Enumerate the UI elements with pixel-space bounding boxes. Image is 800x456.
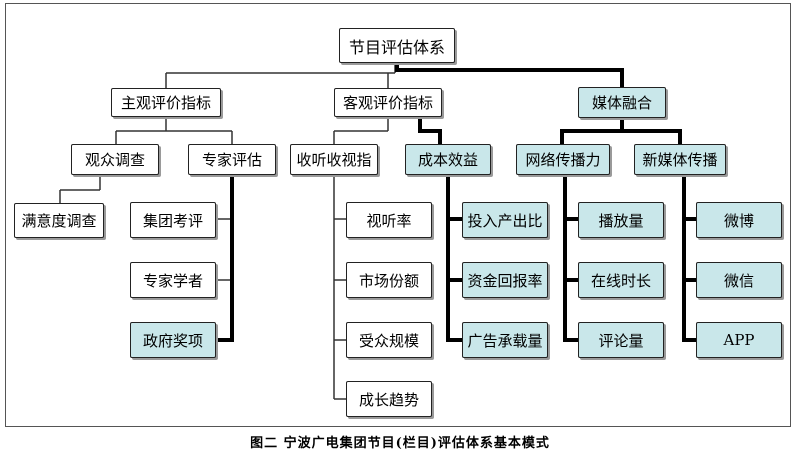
node-objective-indicators: 客观评价指标 xyxy=(334,88,442,117)
node-market-share: 市场份额 xyxy=(346,262,432,298)
node-audience-rating: 视听率 xyxy=(346,202,432,238)
node-network-reach: 网络传播力 xyxy=(516,144,610,175)
figure-frame xyxy=(5,3,791,427)
node-input-output-ratio: 投入产出比 xyxy=(462,202,548,238)
node-online-duration: 在线时长 xyxy=(578,262,664,298)
node-app: APP xyxy=(696,322,782,358)
node-subjective-indicators: 主观评价指标 xyxy=(111,88,221,117)
figure-caption: 图二 宁波广电集团节目(栏目)评估体系基本模式 xyxy=(250,435,550,451)
node-government-awards: 政府奖项 xyxy=(130,322,216,358)
node-media-convergence: 媒体融合 xyxy=(578,87,666,118)
node-wechat: 微信 xyxy=(696,262,782,298)
node-expert-evaluation: 专家评估 xyxy=(188,144,276,175)
node-growth-trend: 成长趋势 xyxy=(346,381,432,417)
node-ratings: 收听收视指 xyxy=(290,144,378,175)
node-ad-capacity: 广告承载量 xyxy=(462,322,548,358)
node-group-assessment: 集团考评 xyxy=(130,202,216,238)
node-satisfaction-survey: 满意度调查 xyxy=(14,203,104,238)
node-audience-survey: 观众调查 xyxy=(71,144,159,175)
node-experts-scholars: 专家学者 xyxy=(130,262,216,298)
node-new-media: 新媒体传播 xyxy=(634,144,726,175)
node-audience-scale: 受众规模 xyxy=(346,322,432,358)
node-cost-benefit: 成本效益 xyxy=(405,144,491,175)
node-comment-count: 评论量 xyxy=(578,322,664,358)
node-weibo: 微博 xyxy=(696,202,782,238)
node-return-on-capital: 资金回报率 xyxy=(462,262,548,298)
root-node: 节目评估体系 xyxy=(339,28,455,63)
node-play-count: 播放量 xyxy=(578,202,664,238)
